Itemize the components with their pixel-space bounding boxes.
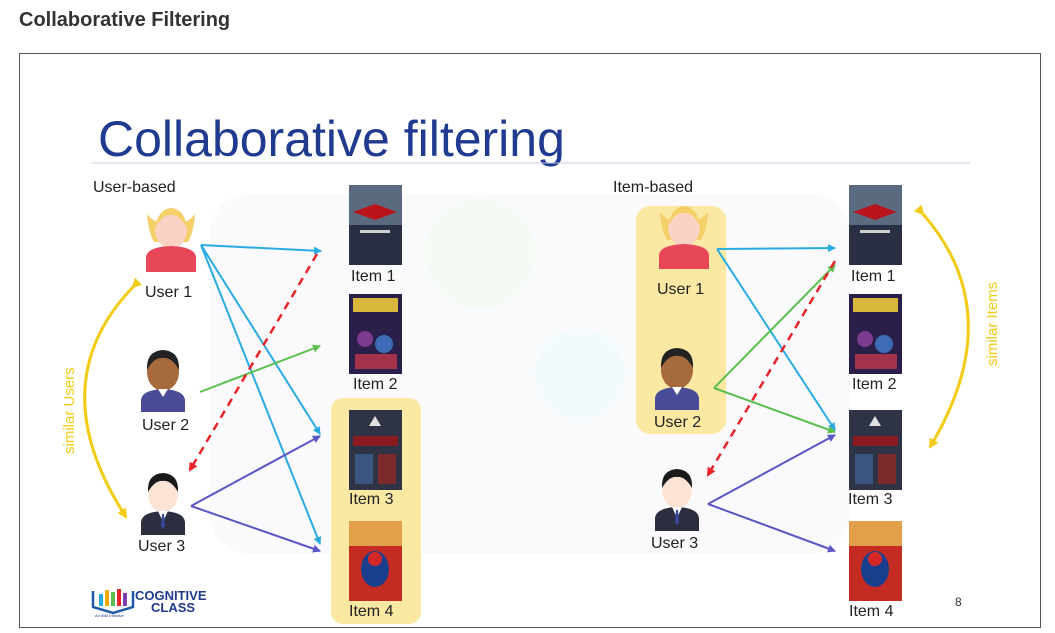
logo-tagline: An IBM Initiative — [95, 613, 125, 618]
user-based-heading: User-based — [93, 179, 176, 196]
ib-arrow-user3-item4 — [707, 503, 836, 553]
arrow-user3-item3 — [190, 435, 321, 507]
user-3-avatar — [141, 473, 185, 535]
user-3-label: User 3 — [138, 538, 185, 555]
arrow-user1-item4 — [200, 244, 322, 545]
slide-title: Collaborative filtering — [98, 111, 565, 167]
ib-item-1-label: Item 1 — [851, 268, 896, 285]
logo-line2: CLASS — [151, 600, 195, 615]
ib-user-1-avatar — [659, 206, 709, 269]
ib-user-2-avatar — [655, 348, 699, 410]
ib-item-2-label: Item 2 — [852, 376, 897, 393]
arrow-user1-item1 — [200, 244, 322, 255]
ib-item-4-poster — [849, 521, 902, 601]
ib-arrow-user1-item3 — [716, 248, 836, 431]
item-1-poster — [349, 185, 402, 265]
similar-items-label: similar Items — [984, 282, 1001, 366]
ib-user-2-label: User 2 — [654, 414, 701, 431]
item-2-poster — [349, 294, 402, 374]
item-3-label: Item 3 — [349, 491, 394, 508]
item-2-label: Item 2 — [353, 376, 398, 393]
similar-users-arc — [83, 277, 143, 519]
ib-user-3-avatar — [655, 469, 699, 531]
cognitive-class-logo: COGNITIVE CLASS An IBM Initiative — [91, 588, 207, 618]
ib-arrow-user2-item3 — [713, 387, 836, 434]
user-2-label: User 2 — [142, 417, 189, 434]
user-1-avatar — [146, 208, 196, 272]
item-based-heading: Item-based — [613, 179, 693, 196]
item-3-poster — [349, 410, 402, 490]
similar-items-arc — [913, 204, 970, 449]
ib-arrow-user1-item1 — [716, 244, 836, 253]
arrow-user1-item3 — [200, 244, 321, 435]
user-2-avatar — [141, 350, 185, 412]
slide: Collaborative filtering User-based User … — [19, 53, 1041, 628]
logo-line1: COGNITIVE — [135, 588, 207, 603]
ib-item-1-poster — [849, 185, 902, 265]
ib-arrow-user3-item3 — [707, 434, 836, 505]
ib-arrow-user2-item1 — [713, 264, 836, 389]
page-title: Collaborative Filtering — [19, 9, 231, 31]
arrow-user2-item2 — [199, 344, 321, 393]
item-4-poster — [349, 521, 402, 601]
slide-page-number: 8 — [955, 595, 962, 609]
ib-item-4-label: Item 4 — [849, 603, 894, 620]
item-1-label: Item 1 — [351, 268, 396, 285]
ib-user-3-label: User 3 — [651, 535, 698, 552]
ib-item-3-poster — [849, 410, 902, 490]
user-1-label: User 1 — [145, 284, 192, 301]
ib-item-2-poster — [849, 294, 902, 374]
ib-item-3-label: Item 3 — [848, 491, 893, 508]
arrow-user3-item4 — [190, 505, 321, 553]
item-4-label: Item 4 — [349, 603, 394, 620]
ib-user-1-label: User 1 — [657, 281, 704, 298]
similar-users-label: similar Users — [61, 367, 78, 454]
